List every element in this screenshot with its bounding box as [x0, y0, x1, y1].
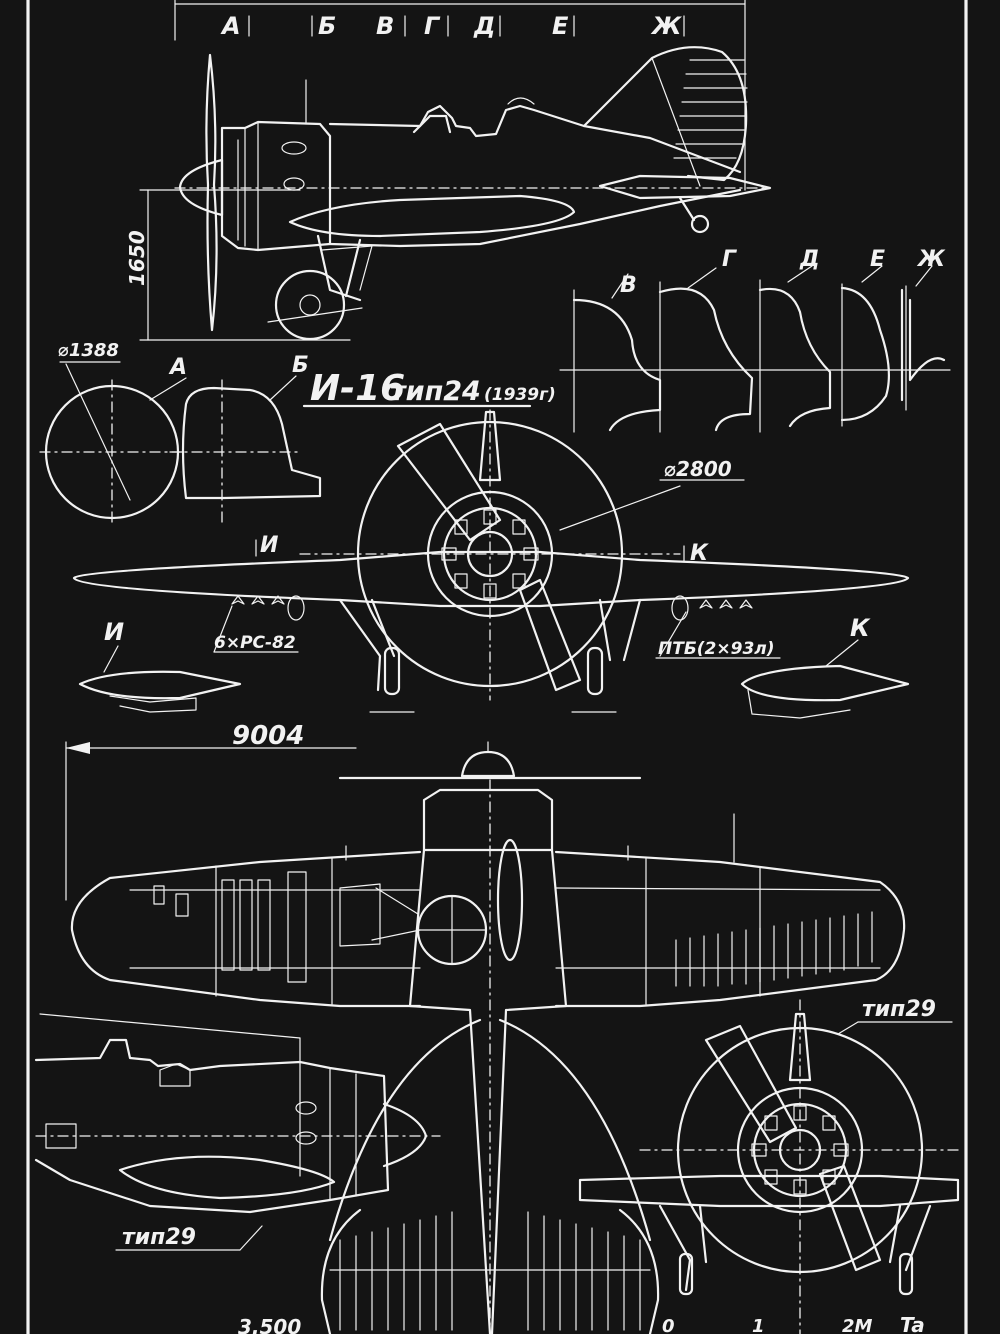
- section-letter-k-cut: К: [690, 541, 709, 566]
- scale-bar: 3.500 0 1 2М Ta: [238, 1313, 925, 1334]
- section-letter: Ж: [650, 12, 682, 40]
- section-letter-i-cut: И: [260, 533, 278, 558]
- section-letter-a: А: [168, 355, 187, 380]
- plan-view: [70, 741, 906, 1334]
- dimension-bottom: 3.500: [238, 1315, 301, 1334]
- dimension-fuselage-dia: ⌀1388: [58, 340, 119, 361]
- title-block: И-16 тип24 (1939г): [302, 368, 556, 409]
- scale-two: 2М: [842, 1316, 873, 1334]
- scale-one: 1: [752, 1316, 765, 1334]
- section-letter: Д: [473, 12, 495, 40]
- side-view: 1650: [125, 46, 772, 341]
- section-letter-g: Г: [722, 247, 737, 272]
- tip29-side-view: тип29: [34, 1013, 441, 1251]
- section-letter-e: Е: [870, 247, 885, 272]
- section-letter-d: Д: [799, 247, 820, 272]
- dimension-span: 9004: [232, 721, 304, 751]
- tip29-left-label: тип29: [122, 1225, 196, 1250]
- tip29-right-label: тип29: [862, 997, 936, 1022]
- section-letter-b: Б: [292, 353, 309, 378]
- section-letter-i: И: [104, 618, 124, 646]
- section-letter: Б: [318, 12, 336, 40]
- section-letter-v: В: [620, 273, 637, 298]
- section-letter: А: [220, 12, 241, 40]
- section-letters-top: А Б В Г Д Е Ж: [220, 12, 685, 40]
- section-profiles: В Г Д Е Ж: [559, 247, 951, 433]
- rockets-label: 6×РС-82: [214, 633, 296, 653]
- section-letter: Е: [552, 12, 569, 40]
- aircraft-name: И-16: [310, 368, 405, 409]
- section-letter-k: К: [850, 614, 871, 642]
- section-a-b: ⌀1388 А Б: [39, 340, 322, 525]
- section-letter: В: [376, 12, 394, 40]
- tanks-label: ПТБ(2×93л): [658, 639, 775, 659]
- tip29-front-view: тип29: [578, 997, 960, 1334]
- section-letter: Г: [424, 12, 441, 40]
- section-letter-zh: Ж: [916, 247, 946, 272]
- front-view: И К ⌀2800: [72, 409, 910, 713]
- tank-detail: ПТБ(2×93л) К: [655, 611, 910, 719]
- scale-zero: 0: [662, 1316, 675, 1334]
- dimension-height: 1650: [125, 230, 149, 286]
- aircraft-type: тип24: [390, 376, 481, 407]
- rocket-detail: 6×РС-82 И: [78, 605, 299, 713]
- aircraft-year: (1939г): [484, 385, 556, 405]
- signature: Ta: [900, 1313, 925, 1334]
- dimension-prop-dia: ⌀2800: [664, 457, 732, 481]
- span-dimension: 9004: [65, 721, 357, 901]
